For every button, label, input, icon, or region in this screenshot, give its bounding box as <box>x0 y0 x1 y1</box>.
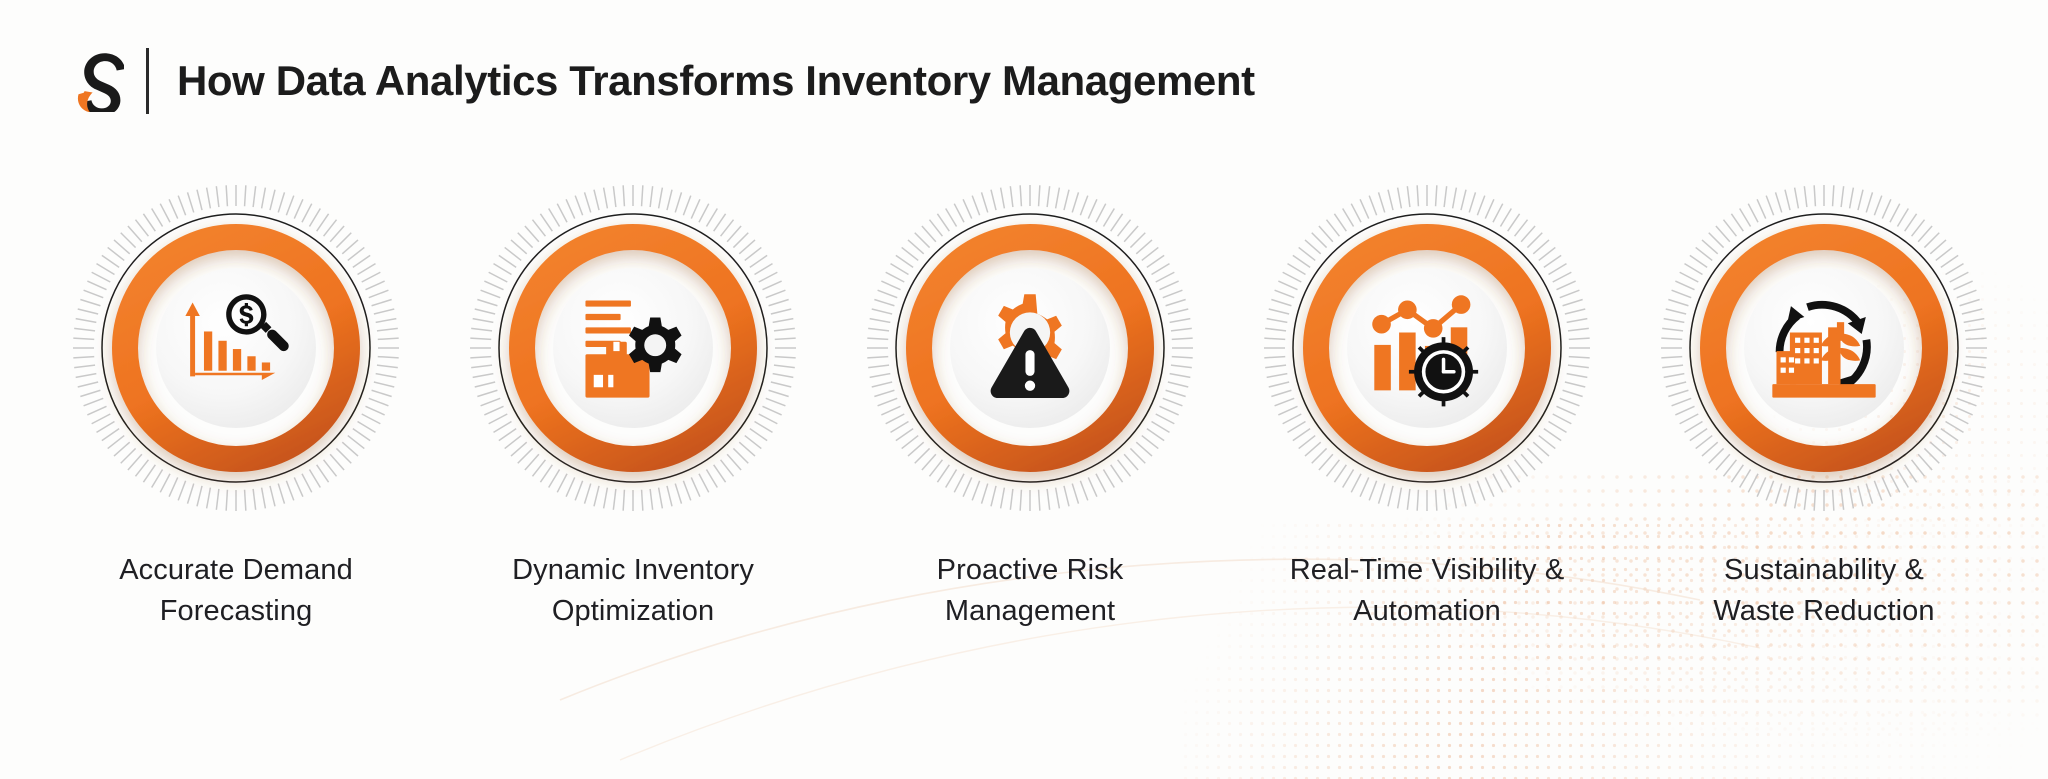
sustainability-recycle-icon <box>1772 300 1876 398</box>
header-divider <box>146 48 149 114</box>
feature-card-label-3: Proactive Risk Management <box>936 554 1124 628</box>
feature-card-row: Accurate Demand Forecasting <box>50 178 2010 632</box>
feature-card-label-2: Dynamic Inventory Optimization <box>512 554 754 628</box>
feature-card-label-5: Sustainability & Waste Reduction <box>1713 554 1935 628</box>
badge-ring-3 <box>860 178 1200 518</box>
feature-card-5[interactable]: Sustainability & Waste Reduction <box>1638 178 2010 632</box>
feature-card-label-4: Real-Time Visibility & Automation <box>1289 554 1565 628</box>
badge-ring-4 <box>1257 178 1597 518</box>
feature-card-4[interactable]: Real-Time Visibility & Automation <box>1241 178 1613 632</box>
feature-card-label-1: Accurate Demand Forecasting <box>119 554 353 628</box>
realtime-chart-clock-icon <box>1372 295 1479 407</box>
demand-forecast-chart-icon <box>185 294 289 381</box>
feature-card-3[interactable]: Proactive Risk Management <box>844 178 1216 632</box>
page-title: How Data Analytics Transforms Inventory … <box>177 57 1255 104</box>
inventory-gear-box-icon <box>585 300 682 398</box>
badge-ring-5 <box>1654 178 1994 518</box>
feature-card-1[interactable]: Accurate Demand Forecasting <box>50 178 422 632</box>
badge-ring-graphic-1 <box>73 185 399 511</box>
risk-warning-gear-icon <box>990 294 1070 399</box>
feature-card-2[interactable]: Dynamic Inventory Optimization <box>447 178 819 632</box>
badge-ring-2 <box>463 178 803 518</box>
badge-ring-1 <box>66 178 406 518</box>
header: How Data Analytics Transforms Inventory … <box>72 40 1255 122</box>
brand-logo-icon <box>77 53 124 112</box>
